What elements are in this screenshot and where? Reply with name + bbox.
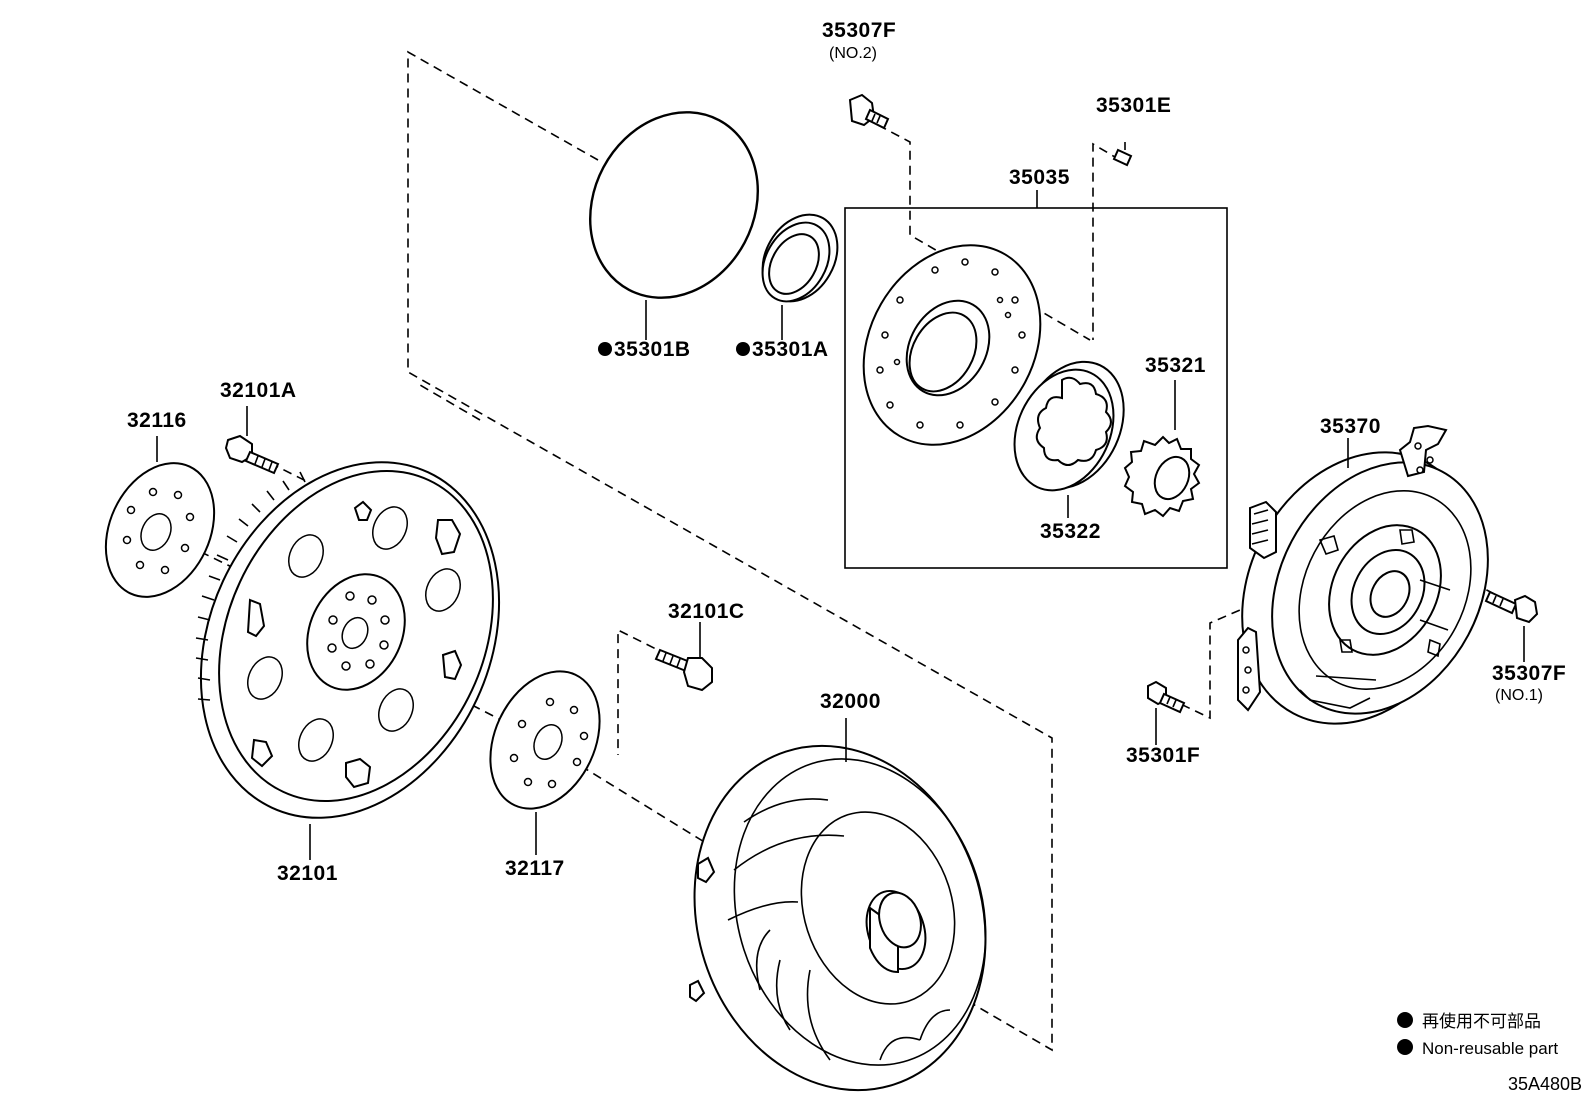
label-35322: 35322 xyxy=(1040,520,1101,543)
drive-gear-35321 xyxy=(1123,380,1201,518)
label-32000: 32000 xyxy=(820,690,881,713)
label-35307F-no2: 35307F xyxy=(822,19,896,42)
label-32116: 32116 xyxy=(127,409,187,432)
label-32101: 32101 xyxy=(277,862,338,885)
bolt-32101C xyxy=(654,622,713,692)
label-35301B: 35301B xyxy=(614,338,691,361)
label-35301A: 35301A xyxy=(752,338,829,361)
legend-text-ja: 再使用不可部品 xyxy=(1422,1011,1541,1031)
diagram-code: 35A480B xyxy=(1508,1074,1582,1094)
label-32101A: 32101A xyxy=(220,379,297,402)
part-labels: 35307F (NO.2) 35301E 35035 35301B 35301A… xyxy=(127,19,1566,885)
non-reusable-marker xyxy=(598,342,612,356)
label-35301F: 35301F xyxy=(1126,744,1200,767)
label-35370: 35370 xyxy=(1320,415,1381,438)
legend-marker-en xyxy=(1397,1039,1413,1055)
label-35321: 35321 xyxy=(1145,354,1206,377)
ring-gear-teeth xyxy=(195,471,306,701)
bolt-35307F-no2 xyxy=(848,93,890,130)
bolt-35307F-no1 xyxy=(1484,590,1539,662)
plate-32117 xyxy=(489,670,601,855)
label-32117: 32117 xyxy=(505,857,565,880)
label-35301E: 35301E xyxy=(1096,94,1171,117)
oil-pump-35370 xyxy=(1237,424,1489,725)
driven-gear-35322 xyxy=(1013,360,1125,518)
label-35307F-no2-sub: (NO.2) xyxy=(829,45,877,62)
oil-seal-35301A xyxy=(761,213,839,340)
legend-text-en: Non-reusable part xyxy=(1422,1039,1558,1058)
drive-plate-32101 xyxy=(195,461,501,860)
bolt-32101A xyxy=(224,406,280,475)
bolt-35301F xyxy=(1147,680,1186,745)
legend-marker-ja xyxy=(1397,1012,1413,1028)
oil-pump-group-box xyxy=(844,190,1228,569)
label-35307F-no1-sub: (NO.1) xyxy=(1495,687,1543,704)
label-32101C: 32101C xyxy=(668,600,745,623)
plate-32116 xyxy=(104,436,216,598)
label-35035: 35035 xyxy=(1009,166,1070,189)
non-reusable-marker xyxy=(736,342,750,356)
plate-holes xyxy=(876,258,1026,429)
o-ring-35301B xyxy=(589,111,759,340)
pin-35301E xyxy=(1112,142,1133,167)
legend: 再使用不可部品 Non-reusable part xyxy=(1397,1011,1558,1058)
pump-body-plate xyxy=(862,244,1042,446)
label-35307F-no1: 35307F xyxy=(1492,662,1566,685)
torque-converter-32000 xyxy=(689,718,987,1092)
